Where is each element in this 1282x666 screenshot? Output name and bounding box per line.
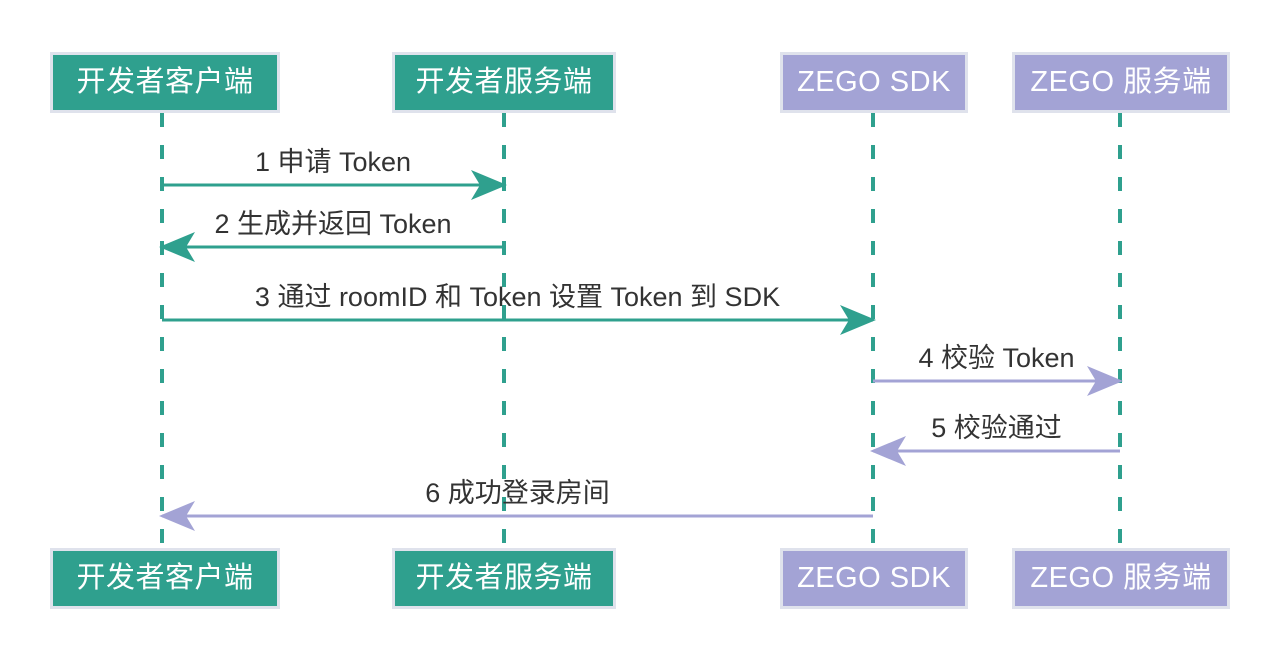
- message-label-4: 4 校验 Token: [918, 343, 1075, 373]
- participant-box-dev-server-bottom: 开发者服务端: [392, 548, 616, 609]
- message-label-3: 3 通过 roomID 和 Token 设置 Token 到 SDK: [254, 282, 781, 312]
- participant-box-zego-sdk-bottom: ZEGO SDK: [780, 548, 968, 609]
- lifelines-group: [160, 113, 1122, 548]
- participant-box-zego-server-top: ZEGO 服务端: [1012, 52, 1230, 113]
- message-label-6: 6 成功登录房间: [425, 478, 610, 508]
- participant-box-dev-client-bottom: 开发者客户端: [50, 548, 280, 609]
- message-label-5: 5 校验通过: [931, 413, 1062, 443]
- participant-box-zego-server-bottom: ZEGO 服务端: [1012, 548, 1230, 609]
- message-label-1: 1 申请 Token: [254, 147, 412, 177]
- participant-box-dev-client-top: 开发者客户端: [50, 52, 280, 113]
- message-label-2: 2 生成并返回 Token: [214, 209, 452, 239]
- participant-box-dev-server-top: 开发者服务端: [392, 52, 616, 113]
- participant-box-zego-sdk-top: ZEGO SDK: [780, 52, 968, 113]
- message-arrows-group: [159, 170, 1123, 531]
